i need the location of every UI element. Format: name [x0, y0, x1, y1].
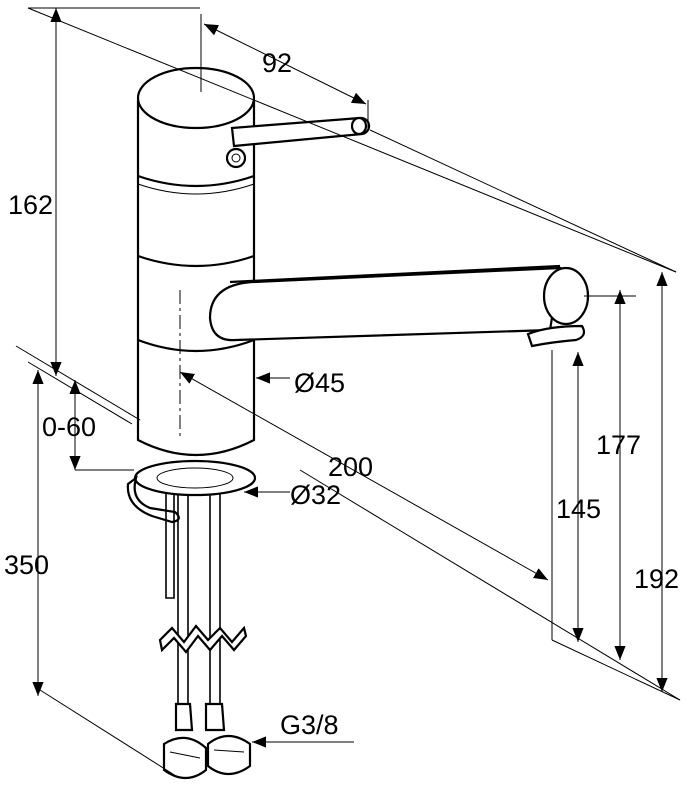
dimension-lines: [15, 7, 681, 777]
dim-hose-length: 350: [4, 550, 49, 580]
dim-lever-length: 92: [262, 48, 292, 78]
mounting-assembly: [126, 459, 257, 780]
dim-body-diameter: Ø45: [294, 368, 345, 398]
dim-hole-diameter: Ø32: [290, 480, 341, 510]
dim-spout-top-height: 177: [596, 430, 641, 460]
dim-connection-thread: G3/8: [280, 710, 339, 740]
faucet-lever: [225, 116, 371, 169]
dim-counter-thickness: 0-60: [42, 412, 96, 442]
dim-spout-reach: 200: [328, 452, 373, 482]
faucet-spout: [208, 264, 590, 348]
dim-spout-height: 145: [556, 494, 601, 524]
dim-total-height: 192: [634, 564, 679, 594]
dim-body-height: 162: [8, 190, 53, 220]
faucet-body: [136, 66, 256, 457]
